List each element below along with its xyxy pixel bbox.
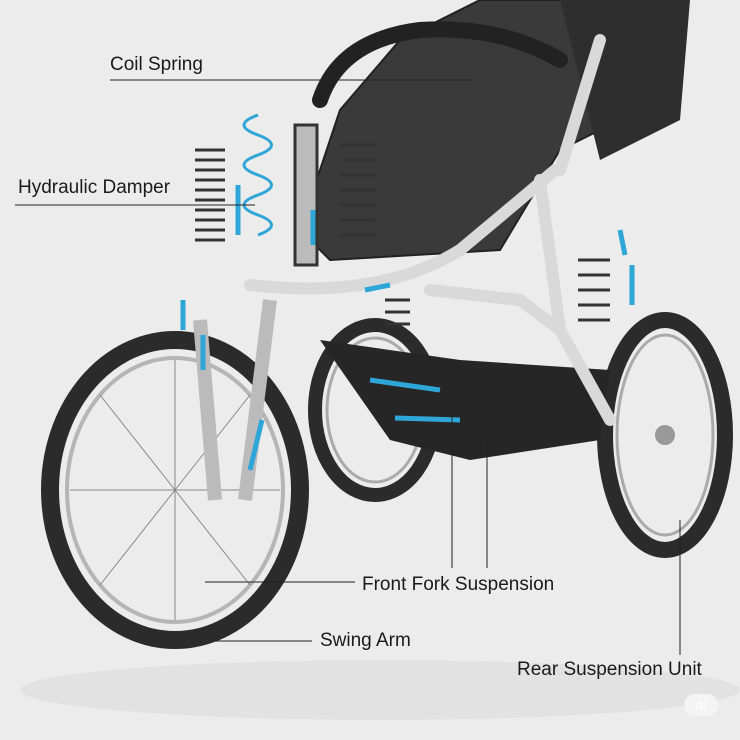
label-swing-arm: Swing Arm [320, 630, 411, 651]
label-coil-spring: Coil Spring [110, 54, 203, 75]
ai-watermark: ai [684, 694, 718, 716]
handlebar [312, 21, 568, 108]
front-wheel [41, 299, 309, 649]
front-fork [193, 299, 277, 501]
ground-shadow [20, 660, 740, 720]
motion-arrows [180, 113, 635, 471]
storage-basket [320, 340, 610, 460]
label-front-fork-suspension: Front Fork Suspension [362, 574, 555, 595]
leader-lines [15, 79, 681, 655]
label-hydraulic-damper: Hydraulic Damper [18, 177, 171, 198]
frame [244, 34, 616, 426]
rear-wheel [597, 312, 733, 558]
stroller-seat [298, 0, 690, 262]
label-rear-suspension-unit: Rear Suspension Unit [517, 659, 702, 680]
